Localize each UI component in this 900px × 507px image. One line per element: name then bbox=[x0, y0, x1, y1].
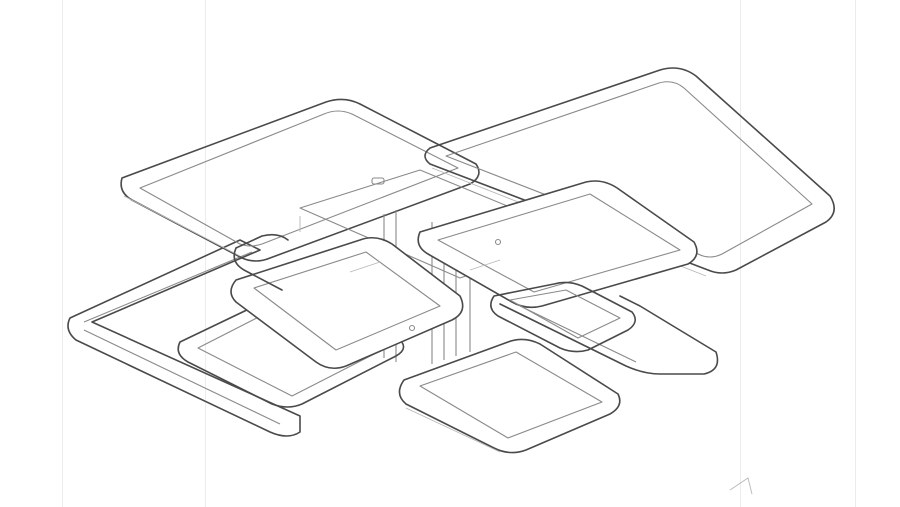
connector-details bbox=[349, 238, 502, 332]
frame-large-top-left bbox=[120, 98, 480, 262]
faint-artifact bbox=[729, 477, 753, 495]
left-page-guide bbox=[62, 0, 63, 507]
guide-line-2 bbox=[205, 0, 206, 507]
frame-small-back-left bbox=[233, 233, 289, 291]
frame-large-bottom-left bbox=[67, 239, 301, 437]
guide-line-3 bbox=[740, 0, 741, 507]
frame-small-right bbox=[490, 281, 636, 353]
frame-small-front bbox=[398, 338, 621, 454]
frame-medium-right bbox=[417, 180, 698, 309]
frame-large-bottom-right bbox=[499, 295, 719, 375]
right-page-guide bbox=[855, 0, 856, 507]
frame-small-center bbox=[230, 236, 464, 370]
